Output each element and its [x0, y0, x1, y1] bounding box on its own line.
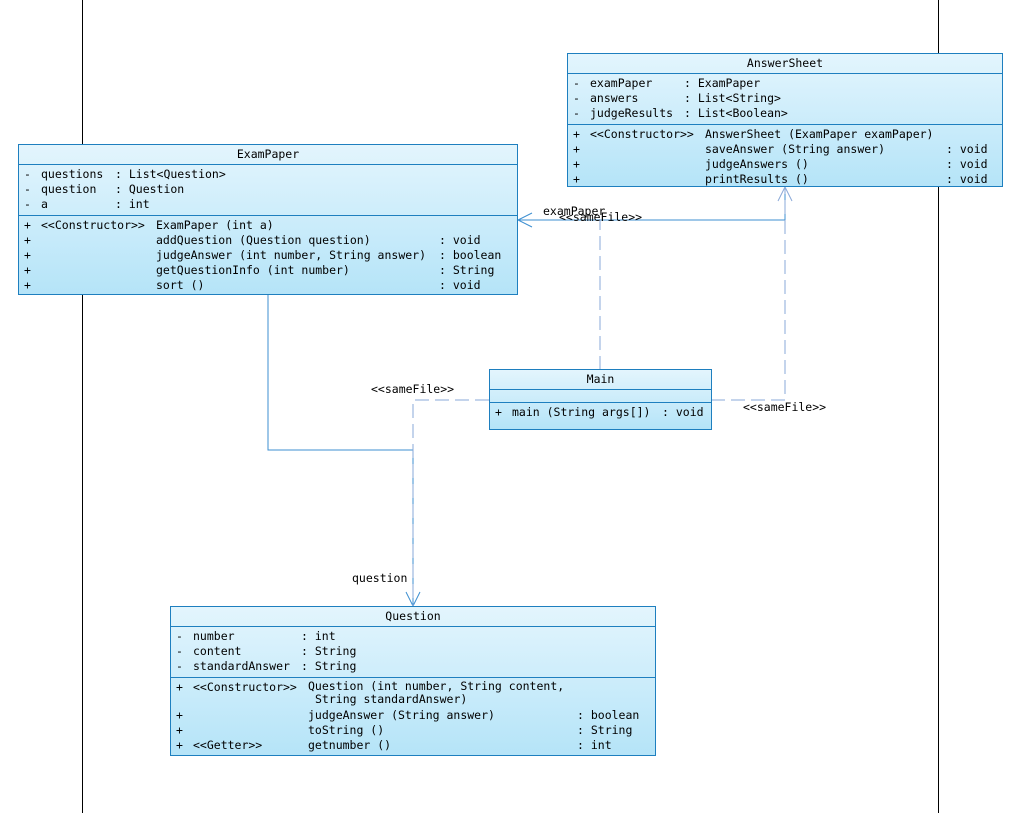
attributes-section: -questions: List<Question> -question: Qu…	[19, 165, 517, 216]
attribute-row: -number: int	[176, 629, 336, 643]
operation-row: +toString (): String	[176, 723, 633, 737]
operation-row: +judgeAnswer (int number, String answer)…	[24, 248, 502, 262]
dependency-main-question	[412, 399, 489, 606]
stereotype-label-samefile-right: <<sameFile>>	[743, 400, 827, 414]
operation-row: +judgeAnswer (String answer): boolean	[176, 708, 640, 722]
attributes-section	[490, 390, 711, 403]
operation-row: +<<Constructor>>ExamPaper (int a)	[24, 218, 274, 232]
class-main[interactable]: Main +main (String args[]): void	[489, 369, 712, 430]
class-question[interactable]: Question -number: int -content: String -…	[170, 606, 656, 756]
attribute-row: -questions: List<Question>	[24, 167, 226, 181]
page-boundary-left	[82, 0, 83, 813]
attribute-row: -answers: List<String>	[573, 91, 781, 105]
class-name: AnswerSheet	[568, 54, 1002, 74]
class-name: Question	[171, 607, 655, 627]
attribute-row: -standardAnswer: String	[176, 659, 357, 673]
operation-row: +sort (): void	[24, 278, 481, 292]
operation-row: +addQuestion (Question question): void	[24, 233, 481, 247]
operations-section: +<<Constructor>>ExamPaper (int a) +addQu…	[19, 216, 517, 296]
stereotype-label-samefile-top: <<sameFile>>	[559, 210, 643, 224]
attributes-section: -number: int -content: String -standardA…	[171, 627, 655, 678]
class-name: Main	[490, 370, 711, 390]
arrowhead-answersheet	[777, 185, 793, 202]
class-exampaper[interactable]: ExamPaper -questions: List<Question> -qu…	[18, 144, 518, 295]
operation-row: +<<Getter>>getnumber (): int	[176, 738, 612, 752]
attribute-row: -question: Question	[24, 182, 185, 196]
attribute-row: -judgeResults: List<Boolean>	[573, 106, 788, 120]
attributes-section: -examPaper: ExamPaper -answers: List<Str…	[568, 74, 1002, 125]
operation-row: +judgeAnswers (): void	[573, 157, 988, 171]
role-label-exampaper: examPaper	[543, 204, 606, 218]
stereotype-label-samefile-left: <<sameFile>>	[371, 382, 455, 396]
operation-row: +getQuestionInfo (int number): String	[24, 263, 495, 277]
operation-row: +<<Constructor>>AnswerSheet (ExamPaper e…	[573, 127, 934, 141]
attribute-row: -examPaper: ExamPaper	[573, 76, 761, 90]
dependency-main-answersheet	[711, 187, 786, 401]
page-boundary-right	[938, 0, 939, 813]
operations-section: +main (String args[]): void	[490, 403, 711, 423]
association-exampaper-question	[267, 295, 414, 606]
operations-section: +<<Constructor>>Question (int number, St…	[171, 678, 655, 756]
operation-row: +main (String args[]): void	[495, 405, 704, 419]
class-name: ExamPaper	[19, 145, 517, 165]
role-label-question: question	[352, 571, 408, 585]
operation-row: +printResults (): void	[573, 172, 988, 186]
arrowhead-exampaper	[516, 212, 533, 228]
operation-row: +saveAnswer (String answer): void	[573, 142, 988, 156]
class-answersheet[interactable]: AnswerSheet -examPaper: ExamPaper -answe…	[567, 53, 1003, 187]
operations-section: +<<Constructor>>AnswerSheet (ExamPaper e…	[568, 125, 1002, 190]
operation-row: +<<Constructor>>Question (int number, St…	[176, 679, 565, 706]
attribute-row: -a: int	[24, 197, 150, 211]
attribute-row: -content: String	[176, 644, 357, 658]
